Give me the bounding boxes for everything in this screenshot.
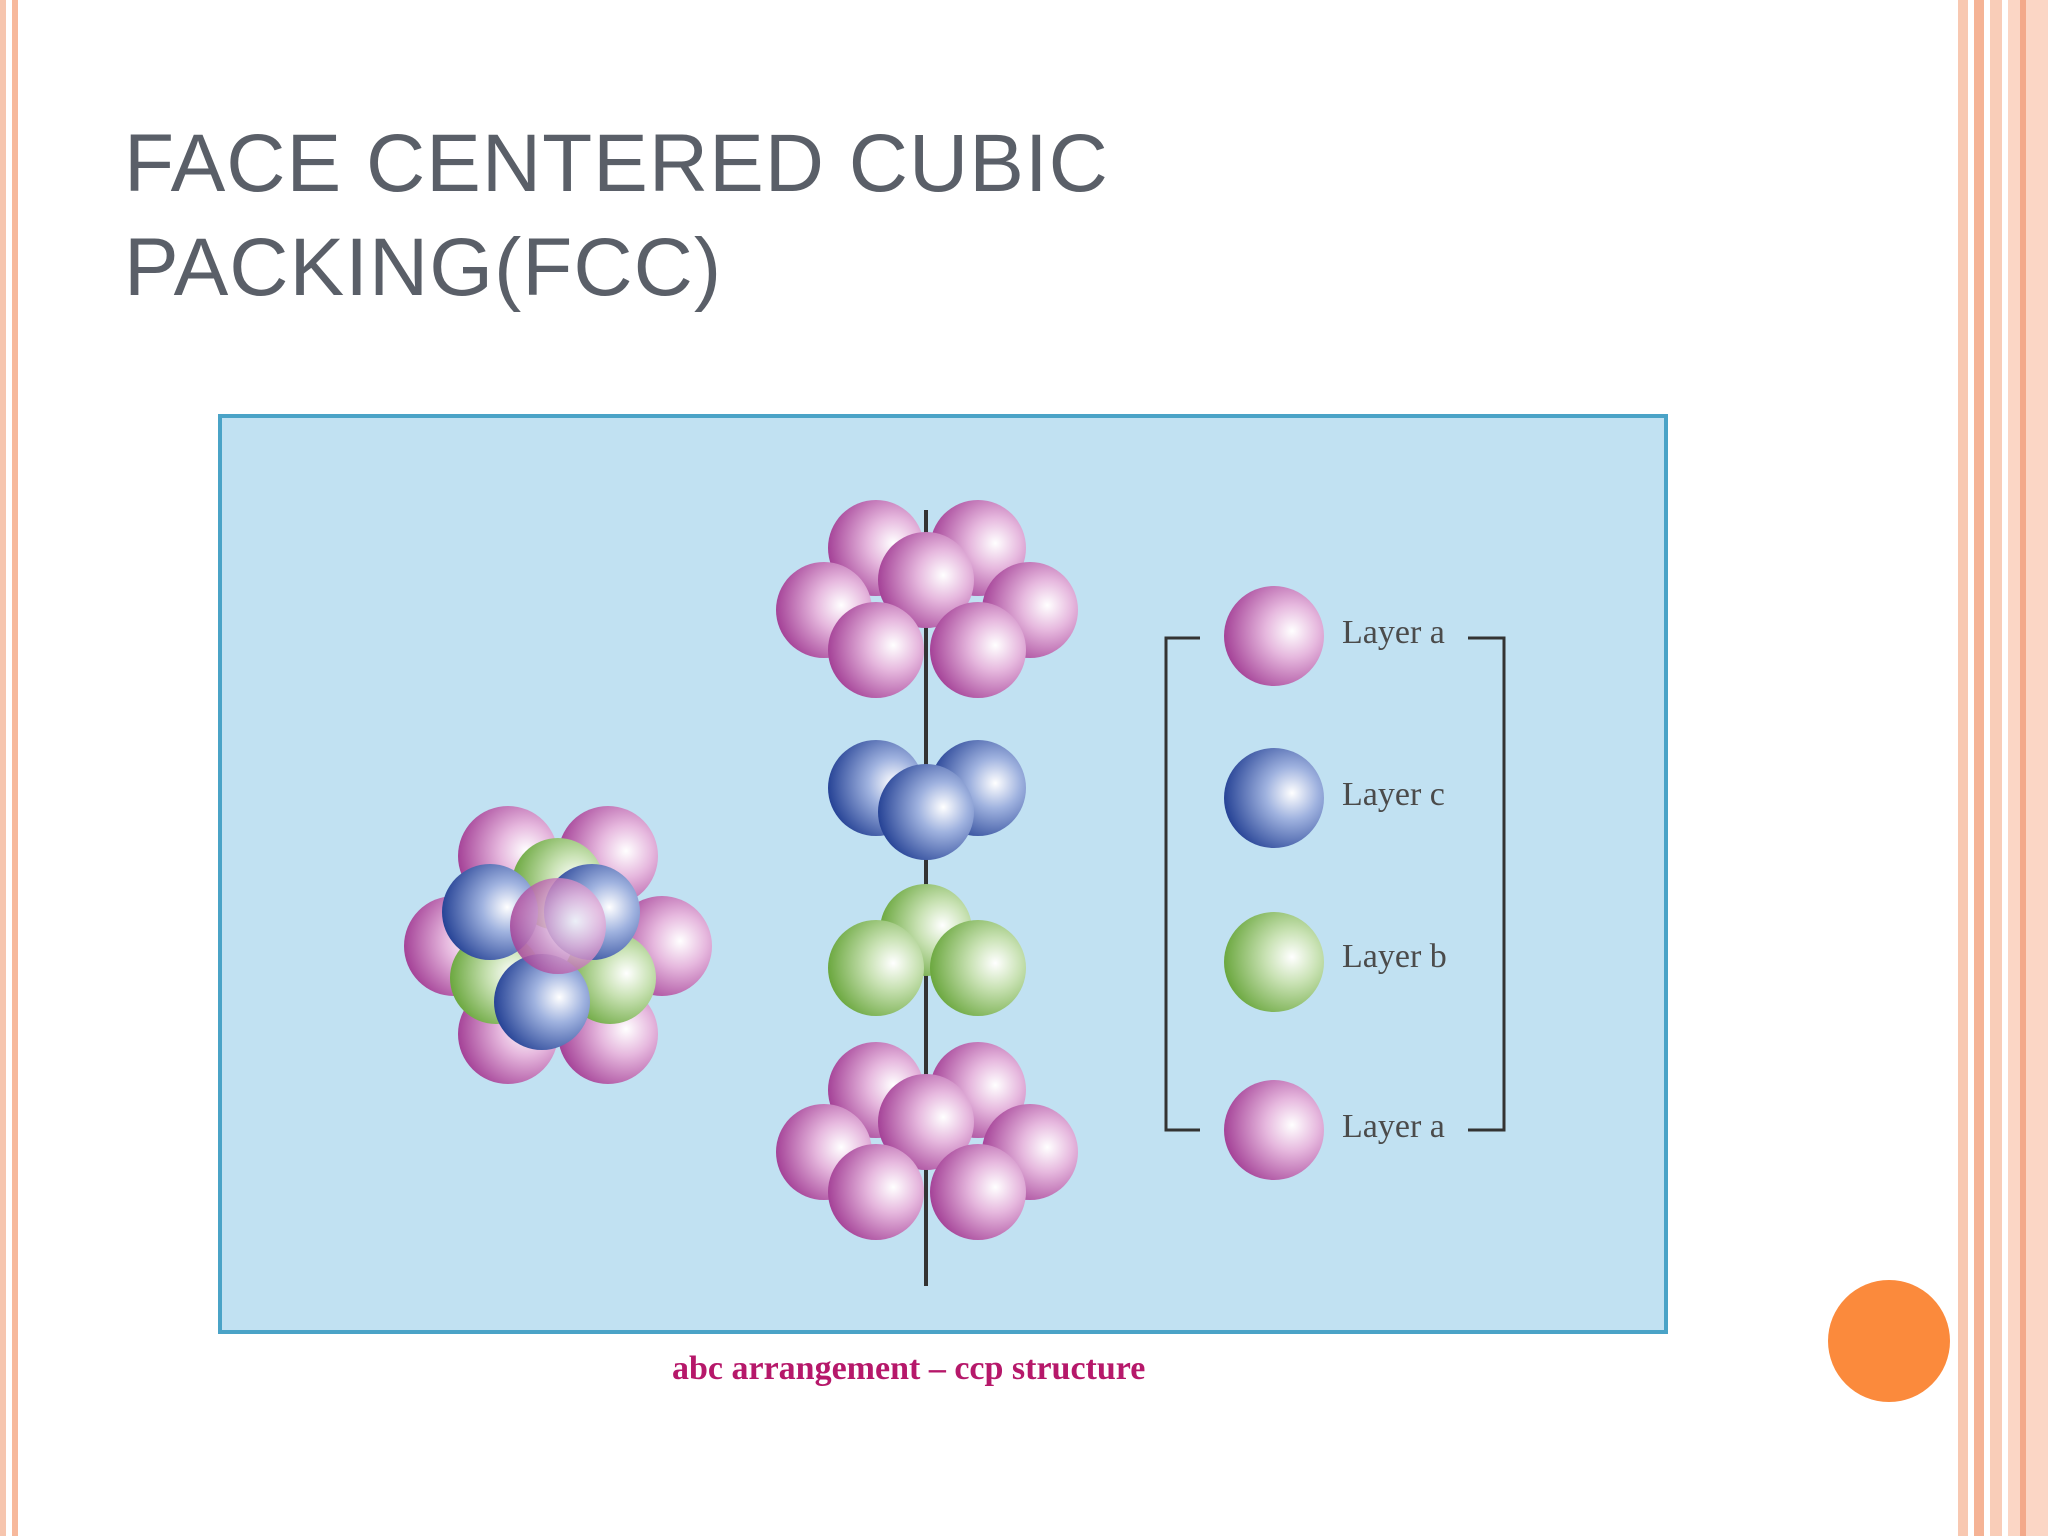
fcc-diagram-svg — [404, 500, 1506, 1286]
right-border-stripe — [2008, 0, 2048, 1536]
legend-sphere-layer-c — [1224, 748, 1324, 848]
fcc-cluster — [404, 806, 712, 1084]
left-border-stripe — [12, 0, 18, 1536]
right-border-stripe — [1990, 0, 2002, 1536]
sphere-magenta — [828, 1144, 924, 1240]
sphere-blue — [494, 954, 590, 1050]
decorative-orange-circle — [1828, 1280, 1950, 1402]
legend-label-layer-a-top: Layer a — [1342, 614, 1445, 651]
slide-title-line-1: FACE CENTERED CUBIC — [124, 118, 1109, 209]
legend-right-bracket — [1468, 636, 1506, 1132]
layer-c-stack — [828, 740, 1026, 860]
legend-sphere-layer-b — [1224, 912, 1324, 1012]
right-border-stripe — [2020, 0, 2026, 1536]
legend-sphere-layer-a-bottom — [1224, 1080, 1324, 1180]
layer-b-stack — [828, 884, 1026, 1016]
slide-title: FACE CENTERED CUBIC PACKING(FCC) — [124, 112, 1524, 320]
sphere-magenta — [930, 1144, 1026, 1240]
slide-title-line-2: PACKING(FCC) — [124, 222, 723, 313]
sphere-blue — [878, 764, 974, 860]
right-border-stripe — [1974, 0, 1984, 1536]
layer-a-bottom-stack — [776, 1042, 1078, 1240]
right-border-stripe — [1958, 0, 1968, 1536]
figure-caption: abc arrangement – ccp structure — [672, 1350, 1146, 1387]
legend-sphere-layer-a-top — [1224, 586, 1324, 686]
layer-a-top-stack — [776, 500, 1078, 698]
legend-left-bracket — [1164, 636, 1200, 1132]
sphere-magenta — [930, 602, 1026, 698]
legend-label-layer-c: Layer c — [1342, 776, 1445, 813]
sphere-green — [930, 920, 1026, 1016]
fcc-diagram: Layer a Layer c Layer b Layer a — [218, 414, 1668, 1334]
sphere-magenta — [828, 602, 924, 698]
left-border-stripe — [0, 0, 6, 1536]
legend-label-layer-b: Layer b — [1342, 938, 1447, 975]
sphere-green — [828, 920, 924, 1016]
legend-label-layer-a-bottom: Layer a — [1342, 1108, 1445, 1145]
sphere-magenta — [510, 878, 606, 974]
sphere-magenta — [878, 532, 974, 628]
sphere-magenta — [878, 1074, 974, 1170]
